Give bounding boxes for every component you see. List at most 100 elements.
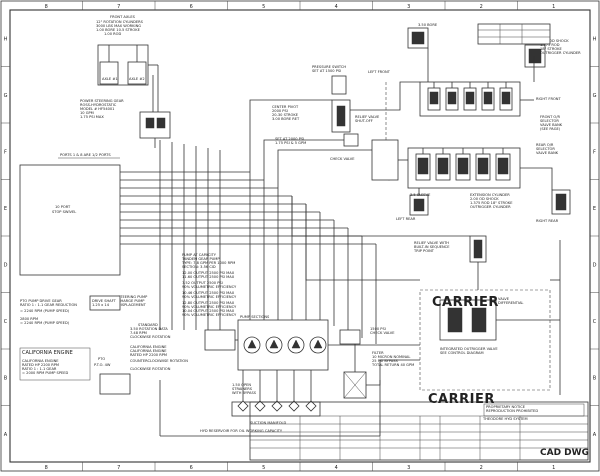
border-row-left: F [4, 149, 7, 155]
outrigger-manifold-group: RELIEF VALVE WITH BUILT-IN SEQUENCE TRIP… [413, 235, 561, 395]
svg-text:DISPLACEMENT: DISPLACEMENT [118, 303, 147, 307]
standard-label: STANDARD [138, 323, 158, 327]
strainer [288, 400, 300, 412]
line-to-rear-check [277, 149, 372, 188]
integrated-outrigger-label: INTEGRATED OUTRIGGER VALVE [440, 347, 498, 351]
border-col-top: 8 [45, 4, 48, 10]
pump-arrow [291, 339, 301, 349]
svg-text:90% VOLUMETRIC EFFICIENCY: 90% VOLUMETRIC EFFICIENCY [182, 295, 237, 299]
svg-text:CALIFORNIA ENGINE: CALIFORNIA ENGINE [130, 349, 167, 353]
svg-text:SELECTOR: SELECTOR [536, 147, 555, 151]
pressure-switch [331, 75, 347, 95]
right-front-label: RIGHT FRONT [536, 97, 561, 101]
svg-text:RATED HP 2200 RPM: RATED HP 2200 RPM [22, 363, 59, 367]
svg-text:CHECK VALVE: CHECK VALVE [370, 331, 395, 335]
svg-text:P.T.O. 4W: P.T.O. 4W [94, 363, 111, 367]
border-row-right: E [593, 206, 596, 212]
svg-text:1.25 x 14: 1.25 x 14 [92, 303, 110, 307]
border-col-bottom: 8 [45, 465, 48, 471]
svg-text:1.375 ROD 18" STROKE: 1.375 ROD 18" STROKE [470, 201, 513, 205]
border-col-top: 7 [117, 4, 120, 10]
border-row-left: H [4, 36, 8, 42]
strainer [237, 400, 249, 412]
rf-valve-spool [483, 91, 493, 105]
svg-text:90% VOLUMETRIC EFFICIENCY: 90% VOLUMETRIC EFFICIENCY [182, 313, 237, 317]
rear-check-valve [371, 139, 399, 181]
border-col-top: 4 [335, 4, 338, 10]
svg-text:7.48 RPM: 7.48 RPM [130, 331, 147, 335]
border-row-right: B [593, 375, 597, 381]
pump-arrow [313, 339, 323, 349]
svg-text:12.80 OUTPUT 2500 PSI MAX: 12.80 OUTPUT 2500 PSI MAX [182, 301, 235, 305]
svg-text:= 2240 RPM (PUMP SPEED): = 2240 RPM (PUMP SPEED) [20, 309, 70, 313]
drive-gear-notes: PTO PUMP DRIVE GEAR RATIO 1 : 1.1 GEAR R… [19, 295, 131, 395]
svg-text:7.52 OUTPUT 2500 PSI: 7.52 OUTPUT 2500 PSI [182, 281, 223, 285]
strainer [254, 400, 266, 412]
pto-label: PTO [98, 357, 105, 361]
ten-port-label-2: STOP SWIVEL [52, 210, 76, 214]
front-axles-spec-2: 3000 LBS MAX WORKING [96, 24, 141, 28]
svg-text:RATED HP 2200 RPM: RATED HP 2200 RPM [130, 353, 167, 357]
relief-valve-label: RELIEF VALVE [355, 115, 380, 119]
svg-text:SELECTOR: SELECTOR [540, 119, 559, 123]
svg-text:2000 PSI: 2000 PSI [272, 109, 288, 113]
svg-text:SET AT 2000 PSI: SET AT 2000 PSI [275, 137, 304, 141]
pto-box [99, 373, 131, 395]
pressure-switch-label: PRESSURE SWITCH [312, 65, 346, 69]
power-steering-spec-4: 1.75 PSI MAX [80, 115, 104, 119]
strainer [271, 400, 283, 412]
axle-2-label: AXLE #2 [129, 77, 145, 81]
ports-note: PORTS 1 & 8 ARE 1/2 PORTS [60, 153, 111, 157]
drawing-title: THEODORE HYD SYSTEM [482, 417, 528, 421]
line-to-rr [520, 167, 553, 190]
svg-text:WITH BYPASS: WITH BYPASS [232, 391, 257, 395]
front-axles-spec-1: 12" ROTATION CYLINDERS [96, 20, 144, 24]
front-axles-spec-4: 1.00 ROD [104, 32, 121, 36]
rear-valve-spool [457, 157, 469, 175]
center-pivot-label: CENTER PIVOT [272, 105, 299, 109]
power-steering-spec-3: 10 GPM [80, 111, 94, 115]
line-to-outrigger [305, 204, 420, 281]
svg-text:3.50 BORE: 3.50 BORE [418, 23, 438, 27]
center-pivot-group: PRESSURE SWITCH SET AT 1500 PSI CENTER P… [272, 65, 380, 147]
power-steering-spec-1: ROSS-HYDROSTATIC [80, 103, 117, 107]
svg-text:11.60 OUTPUT 2500 PSI MAX: 11.60 OUTPUT 2500 PSI MAX [182, 275, 235, 279]
rf-valve-spool [429, 91, 439, 105]
svg-text:CALIFORNIA ENGINE: CALIFORNIA ENGINE [22, 359, 59, 363]
border-col-bottom: 1 [552, 465, 555, 471]
border-row-right: D [593, 262, 597, 268]
svg-text:10.46 OUTPUT 2500 PSI MAX: 10.46 OUTPUT 2500 PSI MAX [182, 291, 235, 295]
border-row-left: G [4, 93, 8, 99]
border-row-right: C [593, 319, 597, 325]
svg-text:VALVE BANK: VALVE BANK [540, 123, 563, 127]
svg-text:1.75 PSI & 5 GPM: 1.75 PSI & 5 GPM [275, 141, 306, 145]
svg-text:18" STROKE: 18" STROKE [540, 47, 563, 51]
pump-label: PUMP AT CAPACITY [182, 253, 217, 257]
svg-text:OUTRIGGER CYLINDER: OUTRIGGER CYLINDER [540, 51, 581, 55]
drawing-footer: CAD DWG [540, 448, 589, 458]
svg-text:= 2240 RPM (PUMP SPEED): = 2240 RPM (PUMP SPEED) [20, 321, 70, 325]
svg-text:REAR O/R: REAR O/R [536, 143, 554, 147]
rear-valve-spool [437, 157, 449, 175]
svg-text:RATIO 1 : 1.1 GEAR: RATIO 1 : 1.1 GEAR [22, 367, 57, 371]
border-row-right: F [593, 149, 596, 155]
border-col-bottom: 4 [335, 465, 338, 471]
revision-table [477, 23, 551, 45]
filter-label: FILTER [372, 351, 384, 355]
right-front-group: LEFT FRONT 3.50 BORE RIGHT FRONT 2.00 OD… [368, 23, 581, 131]
border-row-left: E [4, 206, 7, 212]
charge-pump-box [204, 329, 236, 351]
suction-manifold-label: SUCTION MANIFOLD [250, 421, 287, 425]
svg-text:TRIP POINT: TRIP POINT [413, 249, 435, 253]
svg-text:CHARGE PUMP: CHARGE PUMP [118, 299, 145, 303]
line-to-relief2 [291, 196, 470, 237]
reservoir-group: 1500 PSI CHECK VALVE FILTER 10 MICRON NO… [159, 327, 414, 437]
front-axles-spec-3: 1.00 BORE 10.5 STROKE [96, 28, 141, 32]
california-engine-label: CALIFORNIA ENGINE [130, 345, 167, 349]
svg-text:2.00 OD SHOCK: 2.00 OD SHOCK [470, 197, 499, 201]
front-axles-label: FRONT AXLES [110, 15, 136, 19]
svg-text:STRAINERS: STRAINERS [232, 387, 253, 391]
